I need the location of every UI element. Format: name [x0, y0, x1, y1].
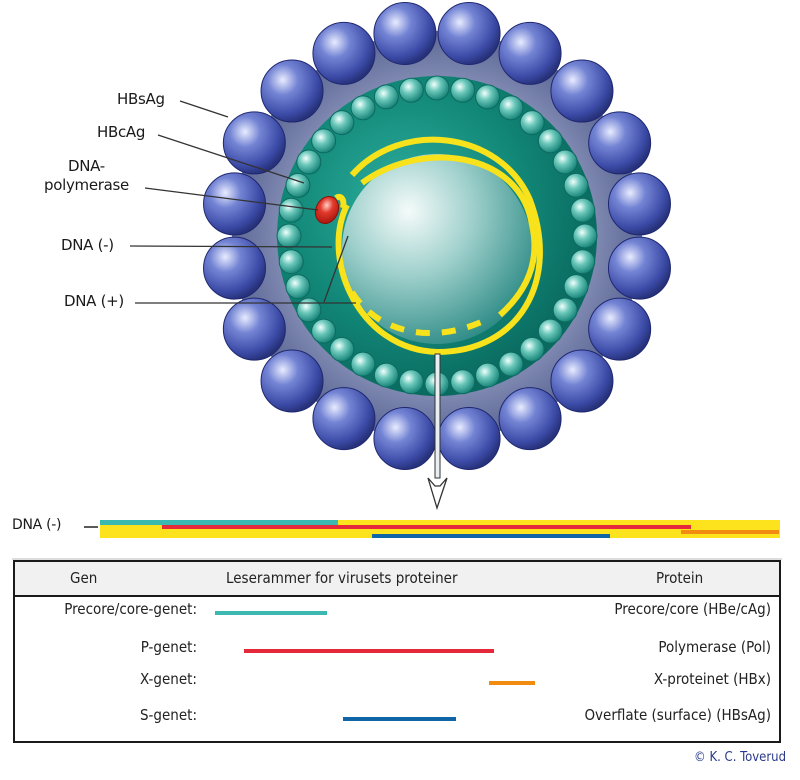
gene-label: X-genet: [140, 670, 197, 688]
hbsag-sphere [203, 236, 267, 300]
hbcag-sphere [373, 84, 399, 110]
label-dna-minus: DNA (-) [61, 236, 114, 254]
hbcag-sphere [563, 172, 589, 198]
strip-p-gene-frame [162, 525, 691, 529]
hbsag-spheres [203, 2, 671, 470]
hbcag-sphere [498, 351, 524, 377]
label-dna-plus: DNA (+) [64, 292, 124, 310]
hbcag-sphere [537, 128, 563, 154]
hbcag-sphere [398, 77, 424, 103]
hbsag-sphere [373, 2, 437, 66]
reading-frame-bar [244, 649, 494, 653]
hbcag-sphere [450, 369, 476, 395]
hbcag-sphere [329, 110, 355, 136]
hbsag-sphere [550, 59, 614, 123]
protein-label: Precore/core (HBe/cAg) [614, 600, 771, 618]
protein-label: Overflate (surface) (HBsAg) [584, 706, 771, 724]
hbsag-sphere [373, 406, 437, 470]
hbcag-sphere [350, 351, 376, 377]
hbsag-sphere [260, 59, 324, 123]
hbcag-sphere [572, 223, 598, 249]
arrow-down-icon [427, 477, 448, 511]
hbcag-sphere [537, 318, 563, 344]
hbcag-sphere [278, 249, 304, 275]
hbcag-sphere [285, 172, 311, 198]
hbcag-sphere [276, 223, 302, 249]
hbcag-sphere [450, 77, 476, 103]
label-hbsag: HBsAg [117, 90, 165, 108]
hbsag-sphere [222, 111, 286, 175]
hbsag-sphere [312, 387, 376, 451]
reading-frame-bar [489, 681, 535, 685]
hbsag-sphere [437, 406, 501, 470]
hbcag-sphere [475, 84, 501, 110]
header-protein: Protein [656, 569, 704, 587]
hbcag-spheres [276, 75, 598, 397]
hbcag-sphere [311, 318, 337, 344]
hbcag-sphere [296, 297, 322, 323]
hbsag-sphere [260, 349, 324, 413]
hbcag-sphere [498, 95, 524, 121]
hbsag-sphere [607, 236, 671, 300]
hbcag-sphere [285, 274, 311, 300]
label-dna-polymerase-1: DNA- [68, 157, 105, 175]
hbcag-sphere [552, 297, 578, 323]
hbsag-sphere [588, 297, 652, 361]
hbcag-sphere [570, 249, 596, 275]
hbcag-sphere [398, 369, 424, 395]
reading-frame-bar [343, 717, 456, 721]
hbcag-sphere [475, 362, 501, 388]
hbcag-sphere [350, 95, 376, 121]
hbsag-sphere [550, 349, 614, 413]
gene-label: S-genet: [139, 706, 197, 724]
strip-s-gene-frame [372, 534, 610, 538]
reading-frame-table: Gen Leserammer for virusets proteiner Pr… [13, 560, 781, 743]
header-reading-frame: Leserammer for virusets proteiner [226, 569, 458, 587]
dna-minus-hook [334, 193, 347, 209]
label-hbcag: HBcAg [97, 123, 146, 141]
dna-plus-strand [360, 154, 538, 318]
hbcag-sphere [570, 197, 596, 223]
genome-core [342, 154, 532, 344]
protein-label: X-proteinet (HBx) [653, 670, 771, 688]
hbsag-sphere [607, 172, 671, 236]
hbsag-sphere [312, 21, 376, 85]
label-dna-strip: DNA (-) [12, 517, 62, 533]
strip-x-gene-frame [681, 530, 779, 534]
protein-label: Polymerase (Pol) [658, 638, 771, 656]
strip-precore-core-frame [100, 520, 338, 525]
header-gene: Gen [70, 569, 98, 587]
hbcag-sphere [311, 128, 337, 154]
leader-lines [129, 100, 356, 304]
hbsag-sphere [222, 297, 286, 361]
hbcag-sphere [563, 274, 589, 300]
table-header: Gen Leserammer for virusets proteiner Pr… [15, 562, 779, 597]
label-dna-polymerase-2: polymerase [44, 176, 129, 194]
hbcag-sphere [329, 336, 355, 362]
gene-label: Precore/core-genet: [64, 600, 197, 618]
hbcag-sphere [424, 75, 450, 101]
hbv-virion-diagram [12, 2, 782, 560]
hbsag-sphere [498, 387, 562, 451]
hbcag-sphere [278, 197, 304, 223]
hbcag-sphere [296, 149, 322, 175]
hbcag-sphere [519, 110, 545, 136]
arrow-shaft [434, 353, 441, 479]
dna-polymerase [314, 195, 340, 225]
hbsag-sphere [588, 111, 652, 175]
gene-label: P-genet: [140, 638, 197, 656]
hbcag-sphere [373, 362, 399, 388]
hbcag-sphere [519, 336, 545, 362]
hbsag-sphere [203, 172, 267, 236]
dna-plus-dashed [349, 290, 492, 337]
hbcag-sphere [552, 149, 578, 175]
copyright-credit: © K. C. Toverud [694, 750, 786, 765]
hbsag-sphere [437, 2, 501, 66]
hbsag-sphere [498, 21, 562, 85]
reading-frame-bar [215, 611, 327, 615]
